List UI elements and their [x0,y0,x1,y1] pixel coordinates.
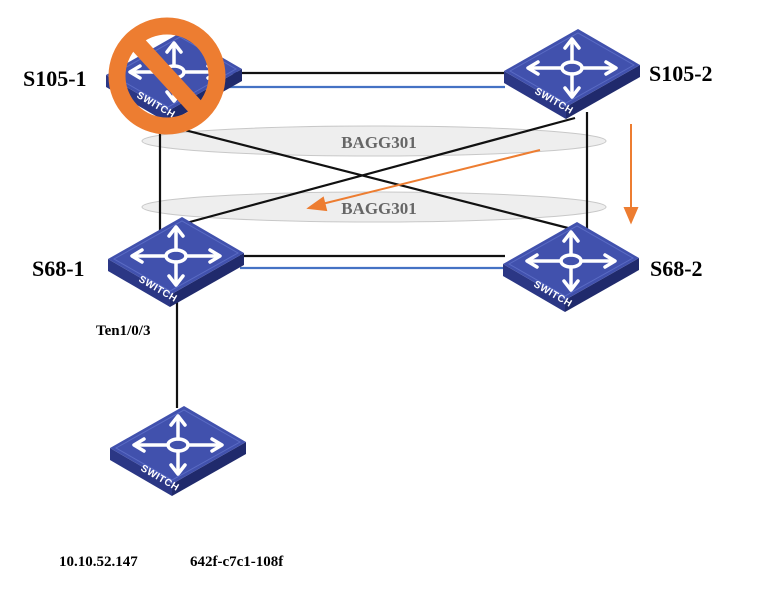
switch-icon-s68-2 [501,220,641,314]
bagg-upper-label: BAGG301 [341,133,417,152]
port-label: Ten1/0/3 [96,323,151,339]
traffic-arrows [306,124,639,225]
prohibited-icon [108,17,226,135]
node-label-s105-2: S105-2 [649,61,713,86]
bagg-lower-label: BAGG301 [341,199,417,218]
access-ip: 10.10.52.147 [59,554,138,570]
link-s105-1-s68-2 [164,123,569,230]
switch-icon-s68-1 [106,215,246,309]
node-label-s68-1: S68-1 [32,256,85,281]
traffic-arrow-diagonal [321,149,541,205]
switch-icon-access [108,404,248,498]
links [158,71,589,408]
access-mac: 642f-c7c1-108f [190,554,284,570]
link-s105-2-s68-1 [174,116,576,228]
node-label-s68-2: S68-2 [650,256,703,281]
node-label-s105-1: S105-1 [23,66,87,91]
switch-icon-s105-2 [502,27,642,121]
